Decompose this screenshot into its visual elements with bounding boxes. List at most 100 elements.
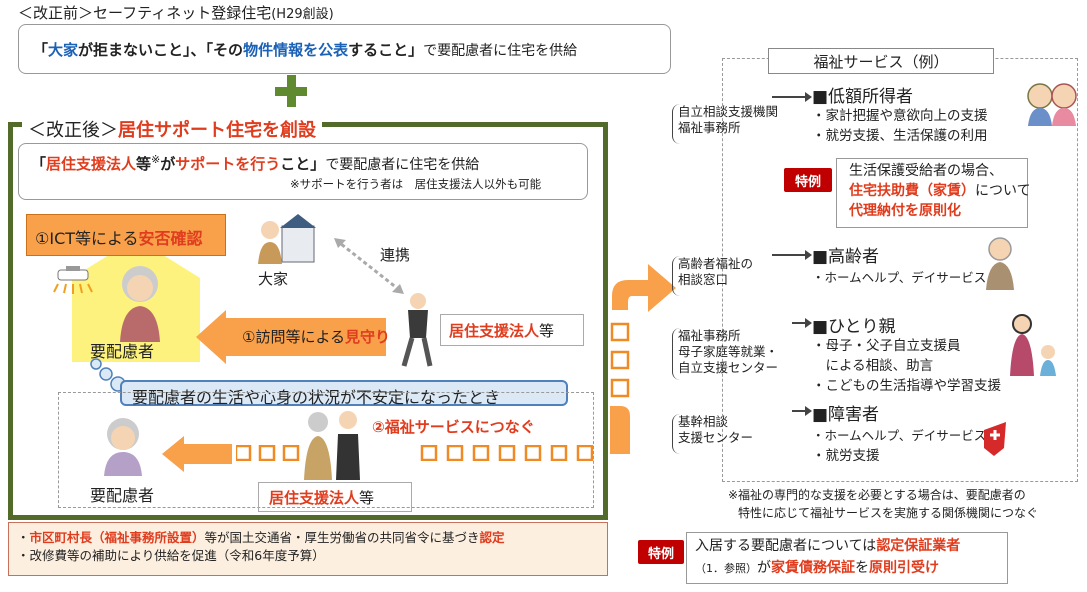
welfare-special-line-3: 代理納付を原則化 [849, 203, 961, 219]
guarantor-box: 入居する要配慮者については認定保証業者 （1．参照）が家賃債務保証を原則引受け [686, 532, 1008, 584]
welfare-note-2: 特性に応じて福祉サービスを実施する関係機関につなぐ [738, 506, 1039, 520]
certification-line-2: ・改修費等の補助により供給を促進（令和6年度予算） [17, 548, 325, 563]
service-item-elderly-1: ・ホームヘルプ、デイサービス [812, 270, 987, 285]
landlord-term: 大家 [48, 41, 79, 59]
watch-arrow-icon [196, 310, 386, 364]
service-item-disability-1: ・ホームヘルプ、デイサービス [812, 428, 987, 443]
lower-dashed-area [58, 392, 594, 508]
worker-with-elder-icon [304, 411, 360, 480]
before-text-6: で要配慮者に住宅を供給 [423, 43, 578, 59]
support-term: サポートを行う [175, 155, 281, 173]
agency-label-2: 高齢者福祉の 相談窓口 [672, 256, 753, 296]
ict-check-pre: ①ICT等による [35, 229, 139, 248]
special-badge-1: 特例 [784, 168, 832, 192]
bullet-1: ・ [17, 530, 30, 545]
dotted-arrow-icon-2 [420, 445, 594, 461]
certified-guarantor: 認定保証業者 [876, 538, 961, 554]
before-text-2: が拒まないこと」、「 [78, 41, 214, 59]
agency-label-3: 福祉事務所 母子家庭等就業・ 自立支援センター [672, 328, 778, 380]
service-title-single-parent: ■ひとり親 [812, 317, 896, 337]
special-badge-2: 特例 [638, 540, 684, 564]
elderly-man-icon [986, 237, 1014, 290]
care-recipient-label: 要配慮者 [90, 342, 155, 361]
arrow-right-icon-1 [772, 92, 812, 102]
certification-note-box: ・市区町村長（福祉事務所設置）等が国土交通省・厚生労働省の共同省令に基づき認定 … [8, 522, 608, 576]
ict-check-note: ①ICT等による安否確認 [26, 214, 226, 256]
property-info-term: 物件情報を公表 [243, 41, 349, 59]
cooperation-label: 連携 [380, 246, 411, 264]
quote-open-2: 「 [31, 155, 47, 173]
dotted-arrow-icon [236, 445, 300, 461]
welfare-note-1: ※福祉の専門的な支援を必要とする場合は、要配慮者の [728, 488, 1026, 502]
support-corp-suffix-2: 等 [359, 489, 375, 507]
support-text-2: 等 [136, 155, 152, 173]
watch-red: 見守り [345, 328, 391, 346]
cooperation-arrow-icon [334, 238, 404, 294]
care-recipient-label-2: 要配慮者 [90, 486, 155, 505]
arrow-right-icon-4 [792, 406, 812, 416]
arrow-right-icon-2 [772, 250, 812, 260]
support-corp-name-2: 居住支援法人 [269, 489, 360, 507]
service-title-low-income: ■低額所得者 [812, 87, 914, 107]
connect-welfare-text: ②福祉サービスにつなぐ [372, 418, 535, 436]
welfare-note: ※福祉の専門的な支援を必要とする場合は、要配慮者の 特性に応じて福祉サービスを実… [728, 486, 1038, 522]
elderly-person-icon [120, 266, 160, 342]
troubled-elderly-icon [104, 418, 142, 476]
service-item-disability-2: ・就労支援 [812, 448, 880, 464]
help-mark-icon [984, 422, 1006, 456]
service-item-single-parent-3: ・こどもの生活指導や学習支援 [812, 378, 1001, 394]
watch-pre: ①訪問等による [242, 328, 345, 346]
service-item-single-parent-1: ・母子・父子自立支援員 [812, 338, 961, 354]
couple-icon [1027, 83, 1077, 126]
guarantor-wo: を [855, 560, 869, 576]
ict-check-red: 安否確認 [138, 229, 203, 248]
arrow-right-icon-3 [792, 318, 812, 328]
agency-label-4: 基幹相談 支援センター [672, 414, 753, 454]
ordinance-text: 等が国土交通省・厚生労働省の共同省令に基づき [204, 530, 480, 545]
guarantor-ga: が [757, 560, 771, 576]
support-corp-term: 居住支援法人 [46, 155, 137, 173]
support-worker-icon [401, 293, 433, 367]
before-text-5: すること」 [348, 41, 424, 59]
left-arrow-icon [162, 436, 232, 472]
guarantor-line-1: 入居する要配慮者については認定保証業者 [695, 535, 1007, 557]
before-text-3: その [213, 41, 244, 59]
service-title-elderly: ■高齢者 [812, 247, 880, 267]
agency-label-1: 自立相談支援機関 福祉事務所 [672, 104, 778, 144]
welfare-special-line-2: 住宅扶助費（家賃）について [849, 181, 1031, 201]
certification-line-1: ・市区町村長（福祉事務所設置）等が国土交通省・厚生労働省の共同省令に基づき認定 [17, 529, 607, 547]
service-item-low-income-2: ・就労支援、生活保護の利用 [812, 128, 988, 144]
service-title-disability: ■障害者 [812, 405, 880, 425]
connector-arrow-icon [610, 264, 676, 454]
welfare-services-title: 福祉サービス（例） [768, 48, 994, 74]
certification-text: 認定 [479, 530, 505, 545]
support-note: ※サポートを行う者は 居住支援法人以外も可能 [290, 177, 542, 191]
mayor-text: 市区町村長（福祉事務所設置） [29, 530, 205, 545]
support-corp-suffix-1: 等 [539, 322, 555, 340]
service-item-low-income-1: ・家計把握や意欲向上の支援 [812, 108, 988, 124]
service-item-single-parent-2: による相談、助言 [812, 358, 934, 374]
welfare-special-about: について [975, 183, 1031, 199]
landlord-icon [258, 214, 316, 264]
rent-guarantee: 家賃債務保証 [771, 560, 855, 576]
welfare-special-line-1: 生活保護受給者の場合、 [849, 163, 1003, 179]
before-heading-pre: ＜改正前＞ [18, 4, 94, 22]
after-heading-pre: ＜改正後＞ [28, 120, 118, 141]
before-heading-suffix: (H29創設) [271, 7, 334, 22]
before-heading-main: セーフティネット登録住宅 [93, 4, 272, 22]
guarantor-ref: （1．参照） [695, 562, 757, 575]
housing-aid-text: 住宅扶助費（家賃） [849, 183, 975, 199]
support-summary-box: 「居住支援法人等※がサポートを行うこと」で要配慮者に住宅を供給 [18, 143, 588, 200]
support-corp-box-1: 居住支援法人等 [440, 314, 584, 346]
parent-child-icon [1010, 314, 1056, 376]
support-corp-box-2: 居住支援法人等 [258, 482, 412, 512]
watch-text: ①訪問等による見守り [242, 326, 390, 347]
after-heading-main: 居住サポート住宅を創設 [118, 120, 316, 141]
support-text-7: で要配慮者に住宅を供給 [325, 157, 480, 173]
support-corp-name-1: 居住支援法人 [449, 322, 540, 340]
support-text-4: が [160, 155, 176, 173]
landlord-label: 大家 [258, 270, 289, 288]
before-summary-box: 「大家が拒まないこと」、「その物件情報を公表すること」で要配慮者に住宅を供給 [18, 24, 671, 74]
support-text-6: こと」 [280, 155, 326, 173]
before-heading: ＜改正前＞セーフティネット登録住宅(H29創設) [18, 2, 334, 23]
